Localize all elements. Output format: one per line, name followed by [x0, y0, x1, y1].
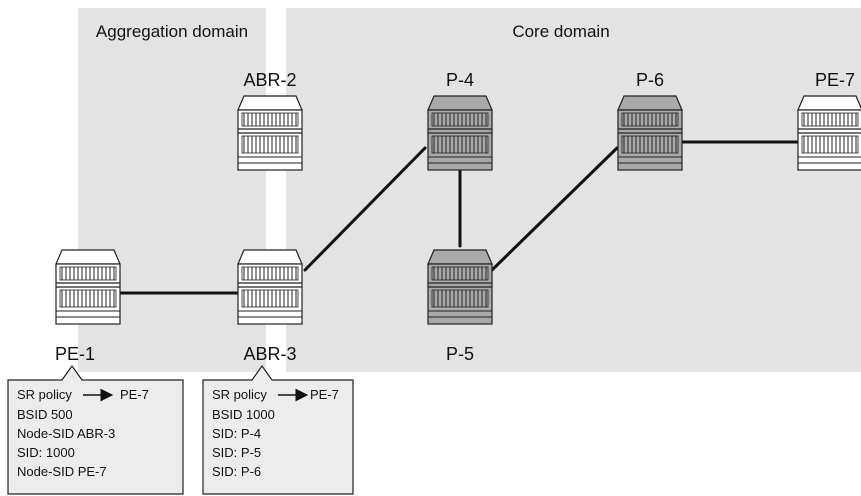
- router-p5-icon[interactable]: [427, 249, 493, 325]
- node-label-p4: P-4: [446, 70, 474, 90]
- callout-abr3-policy-target: PE-7: [310, 387, 339, 402]
- router-abr3-icon[interactable]: [237, 249, 303, 325]
- callout-pe1-line-2: Node-SID ABR-3: [17, 426, 115, 441]
- svg-text:SR policy: SR policy: [212, 387, 267, 402]
- links: [119, 140, 800, 295]
- router-pe7-icon[interactable]: [797, 95, 861, 171]
- node-label-abr3: ABR-3: [243, 344, 296, 364]
- router-abr2-icon[interactable]: [237, 95, 303, 171]
- node-label-pe1: PE-1: [55, 344, 95, 364]
- callout-abr3-policy-prefix: SR policy: [212, 387, 267, 402]
- node-label-p6: P-6: [636, 70, 664, 90]
- link-abr3-p4: [303, 146, 427, 272]
- callout-abr3-line-1: BSID 1000: [212, 407, 275, 422]
- router-pe1-icon[interactable]: [55, 249, 121, 325]
- callout-pe1-line-4: Node-SID PE-7: [17, 464, 107, 479]
- callout-pe1-policy-target: PE-7: [120, 387, 149, 402]
- aggregation-domain-label: Aggregation domain: [96, 22, 248, 41]
- node-label-p5: P-5: [446, 344, 474, 364]
- callout-pe1-policy-prefix: SR policy: [17, 387, 72, 402]
- node-label-abr2: ABR-2: [243, 70, 296, 90]
- callout-abr3-line-2: SID: P-4: [212, 426, 261, 441]
- callout-abr3-line-4: SID: P-6: [212, 464, 261, 479]
- callout-pe1-line-3: SID: 1000: [17, 445, 75, 460]
- callout-abr3-line-3: SID: P-5: [212, 445, 261, 460]
- callout-pe1: SR policy PE-7 BSID 500 Node-SID ABR-3 S…: [7, 364, 184, 495]
- link-p5-p6: [490, 146, 619, 272]
- callout-pe1-line-1: BSID 500: [17, 407, 73, 422]
- node-label-pe7: PE-7: [815, 70, 855, 90]
- callout-abr3: SR policy PE-7 BSID 1000 SID: P-4 SID: P…: [202, 364, 354, 495]
- svg-text:SR policy: SR policy: [17, 387, 72, 402]
- core-domain-label: Core domain: [512, 22, 609, 41]
- router-p4-icon[interactable]: [427, 95, 493, 171]
- router-p6-icon[interactable]: [617, 95, 683, 171]
